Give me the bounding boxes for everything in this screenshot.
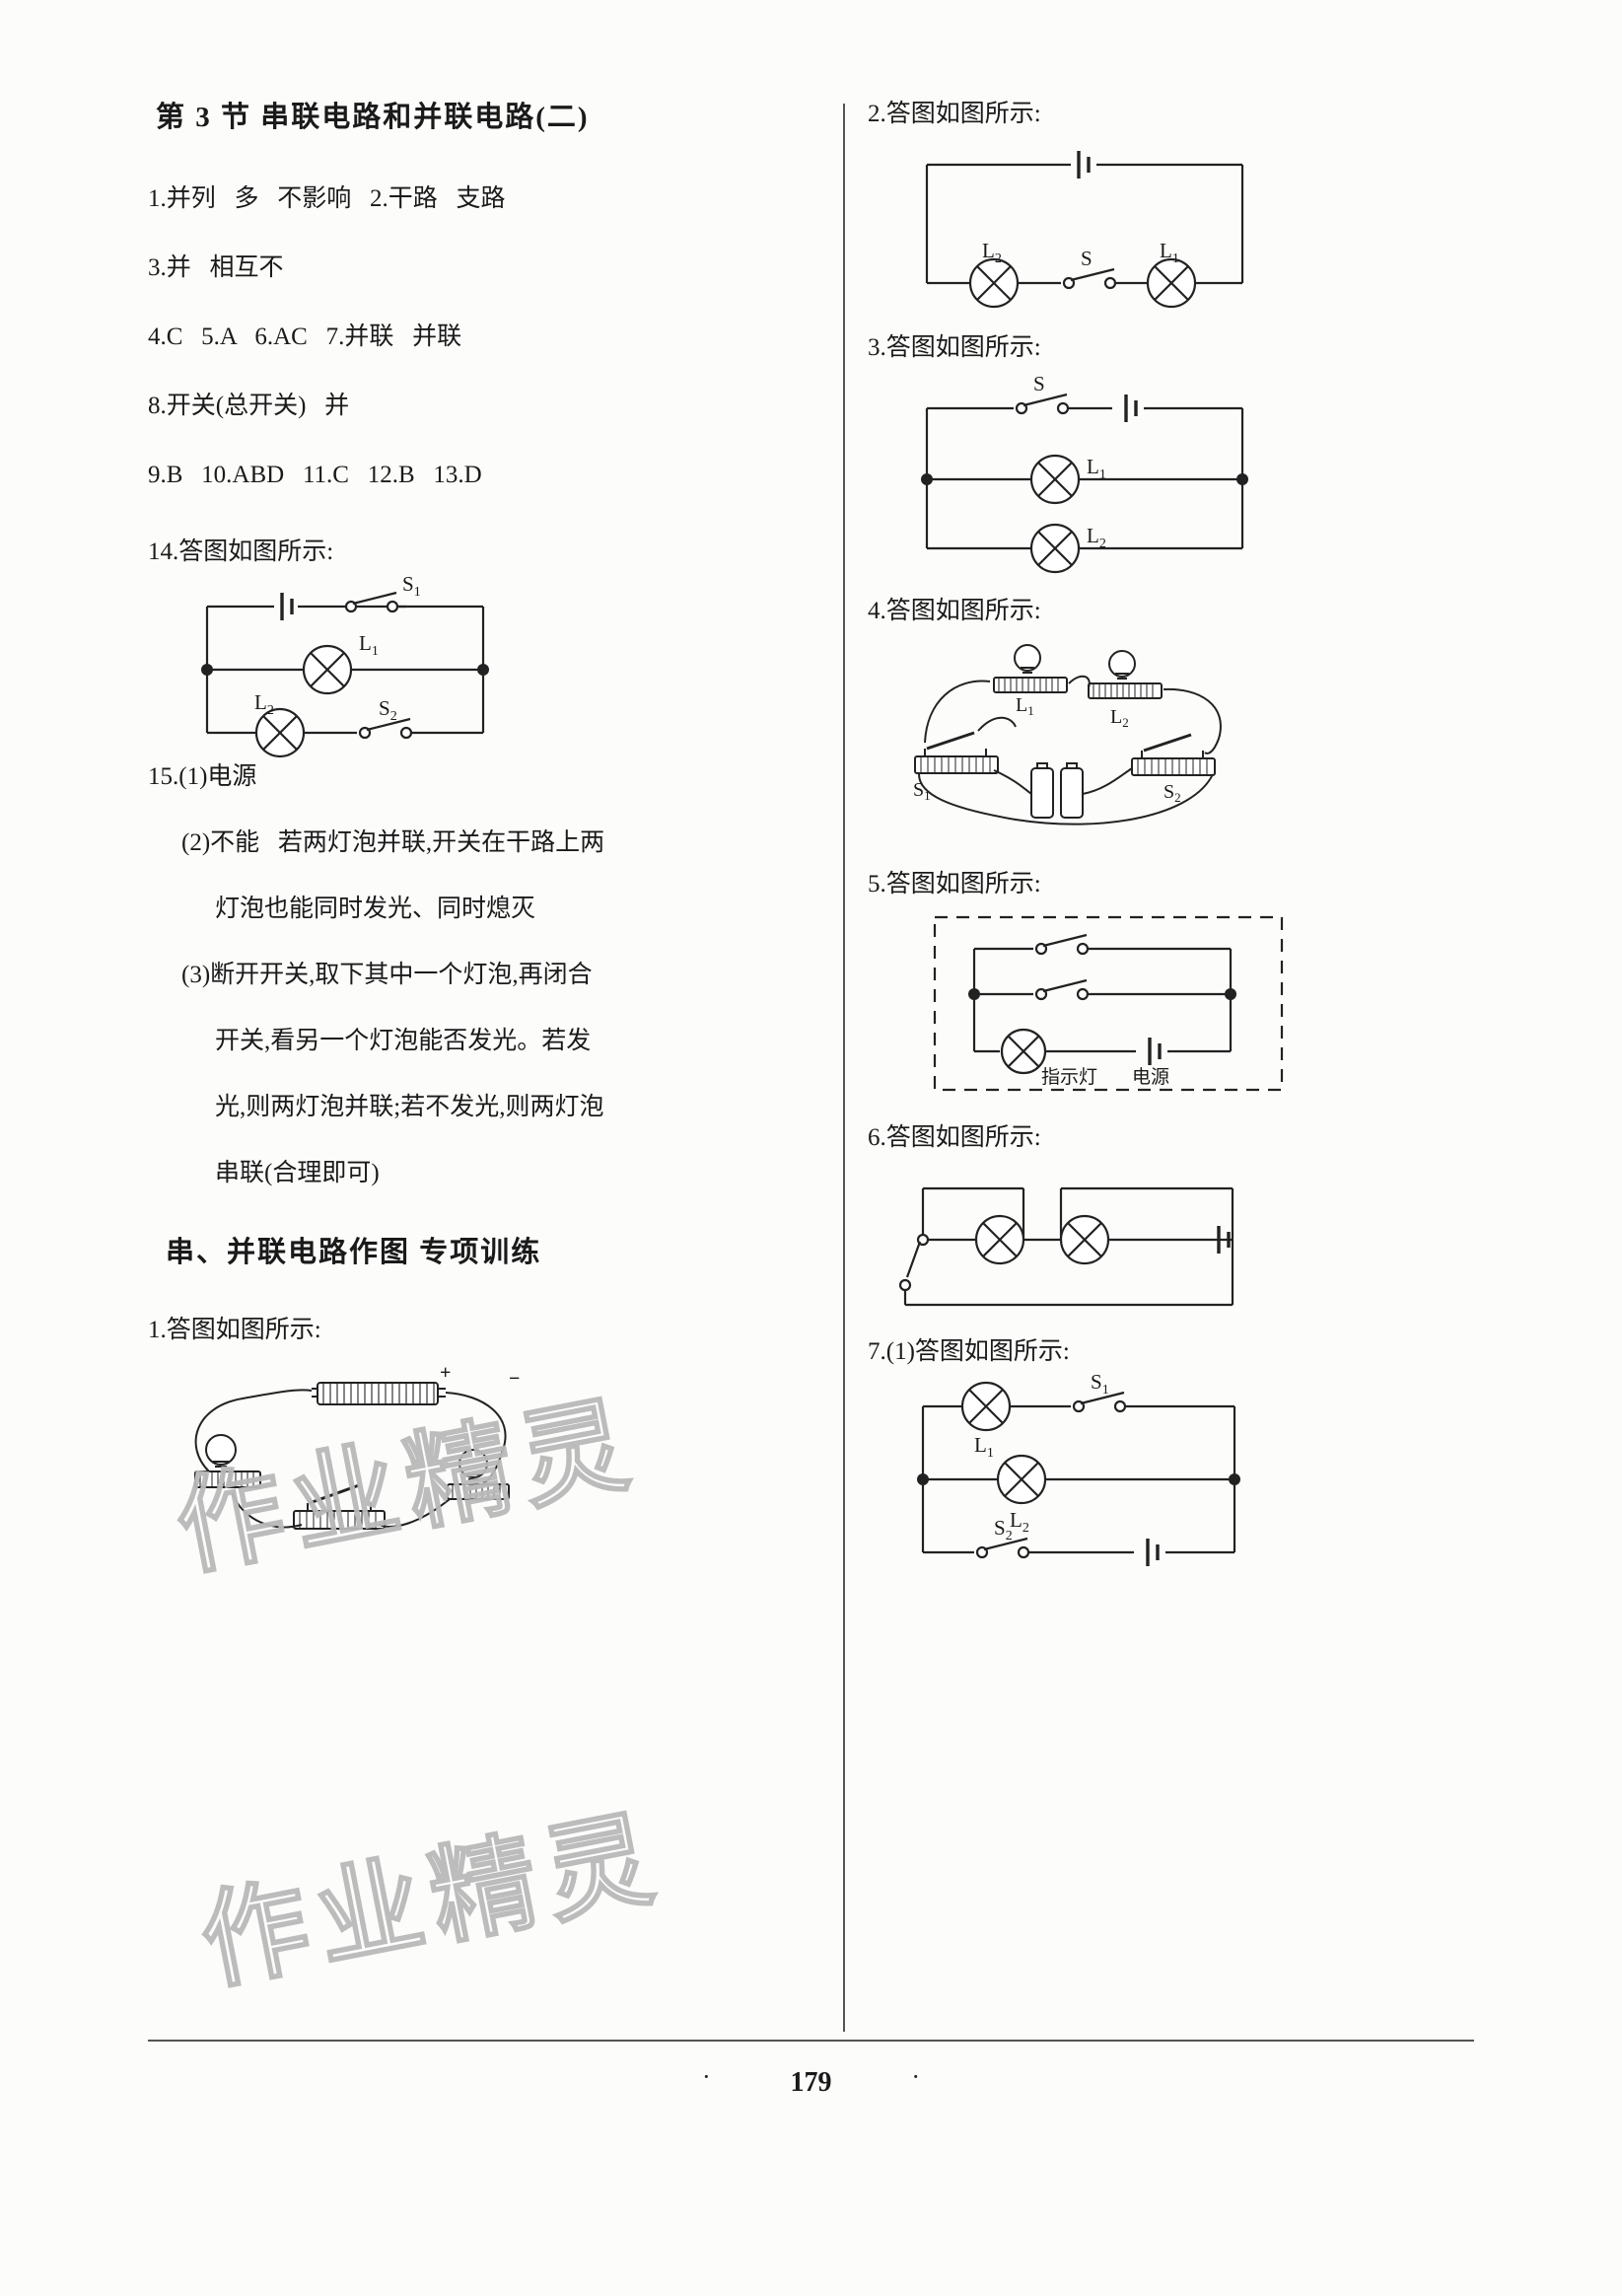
figure-2: L2 S L1 — [868, 135, 1380, 327]
column-divider — [843, 104, 845, 2032]
figure-14-label: 14.答图如图所示: — [148, 538, 334, 565]
fig3-label-l2: L2 — [1087, 524, 1106, 551]
footer-dot-left: · — [702, 2062, 711, 2091]
fig14-label-s1: S1 — [402, 577, 421, 600]
right-column: 2.答图如图所示: — [868, 94, 1380, 1600]
figure-7: L1 S1 L2 S2 — [868, 1373, 1380, 1600]
q15-line-3: 灯泡也能同时发光、同时熄灭 — [215, 896, 536, 922]
fig2-label-s: S — [1081, 247, 1093, 270]
fig5-label-power-source: 电源 — [1132, 1066, 1169, 1088]
q15-line-4: (3)断开开关,取下其中一个灯泡,再闭合 — [181, 962, 593, 988]
watermark-2: 作业精灵 — [190, 1796, 671, 2004]
footer-rule — [148, 2040, 1474, 2042]
q15-line-1: 15.(1)电源 — [148, 763, 257, 790]
svg-text:−: − — [509, 1368, 520, 1390]
figure-3-label: 3.答图如图所示: — [868, 334, 1041, 361]
answer-line-4: 8.开关(总开关) 并 — [148, 393, 350, 419]
fig4-label-l2: L2 — [1110, 706, 1129, 730]
q15-line-7: 串联(合理即可) — [215, 1160, 380, 1186]
figure-1-pictorial: + − — [148, 1355, 582, 1552]
answer-line-2: 3.并 相互不 — [148, 254, 284, 281]
figure-6 — [868, 1159, 1380, 1331]
figure-6-label: 6.答图如图所示: — [868, 1124, 1041, 1151]
svg-text:+: + — [440, 1362, 451, 1384]
fig7-label-s1: S1 — [1091, 1373, 1109, 1398]
page-footer: 179 — [0, 2067, 1622, 2099]
fig5-label-indicator-lamp: 指示灯 — [1041, 1066, 1097, 1088]
figure-4-pictorial: L1 L2 S1 — [868, 632, 1380, 864]
answer-line-1: 1.并列 多 不影响 2.干路 支路 — [148, 185, 506, 212]
q15-line-6: 光,则两灯泡并联;若不发光,则两灯泡 — [215, 1094, 604, 1120]
figure-14: S1 L1 L2 S2 — [148, 577, 582, 764]
fig14-label-s2: S2 — [379, 696, 397, 724]
page-number: 179 — [790, 2067, 832, 2098]
fig7-label-l1: L1 — [974, 1433, 994, 1461]
answer-line-3: 4.C 5.A 6.AC 7.并联 并联 — [148, 323, 462, 350]
figure-5: 指示灯 电源 — [868, 905, 1380, 1117]
fig3-label-l1: L1 — [1087, 455, 1106, 482]
figure-4-label: 4.答图如图所示: — [868, 598, 1041, 624]
left-column: 第 3 节 串联电路和并联电路(二) 1.并列 多 不影响 2.干路 支路 3.… — [148, 94, 605, 1552]
fig4-label-s2: S2 — [1164, 781, 1181, 805]
figure-5-label: 5.答图如图所示: — [868, 871, 1041, 897]
q15-line-2: (2)不能 若两灯泡并联,开关在干路上两 — [181, 829, 605, 856]
answer-line-5: 9.B 10.ABD 11.C 12.B 13.D — [148, 462, 482, 488]
fig3-label-s: S — [1033, 372, 1045, 395]
footer-dot-right: · — [911, 2062, 920, 2091]
fig2-label-l2: L2 — [982, 239, 1002, 266]
q15-line-5: 开关,看另一个灯泡能否发光。若发 — [215, 1028, 592, 1054]
fig5-dashed-enclosure — [933, 915, 1284, 1092]
fig14-label-l2: L2 — [254, 690, 274, 718]
fig7-label-l2: L2 — [1010, 1508, 1029, 1536]
section-title: 第 3 节 串联电路和并联电路(二) — [156, 102, 590, 133]
fig4-label-l1: L1 — [1016, 694, 1034, 718]
fig2-label-l1: L1 — [1160, 239, 1179, 266]
drawing-section-title: 串、并联电路作图 专项训练 — [166, 1237, 542, 1268]
figure-1-label: 1.答图如图所示: — [148, 1317, 321, 1343]
figure-2-label: 2.答图如图所示: — [868, 101, 1041, 127]
figure-7-label: 7.(1)答图如图所示: — [868, 1338, 1070, 1365]
fig14-label-l1: L1 — [359, 631, 379, 659]
figure-3: S L1 L2 — [868, 369, 1380, 591]
